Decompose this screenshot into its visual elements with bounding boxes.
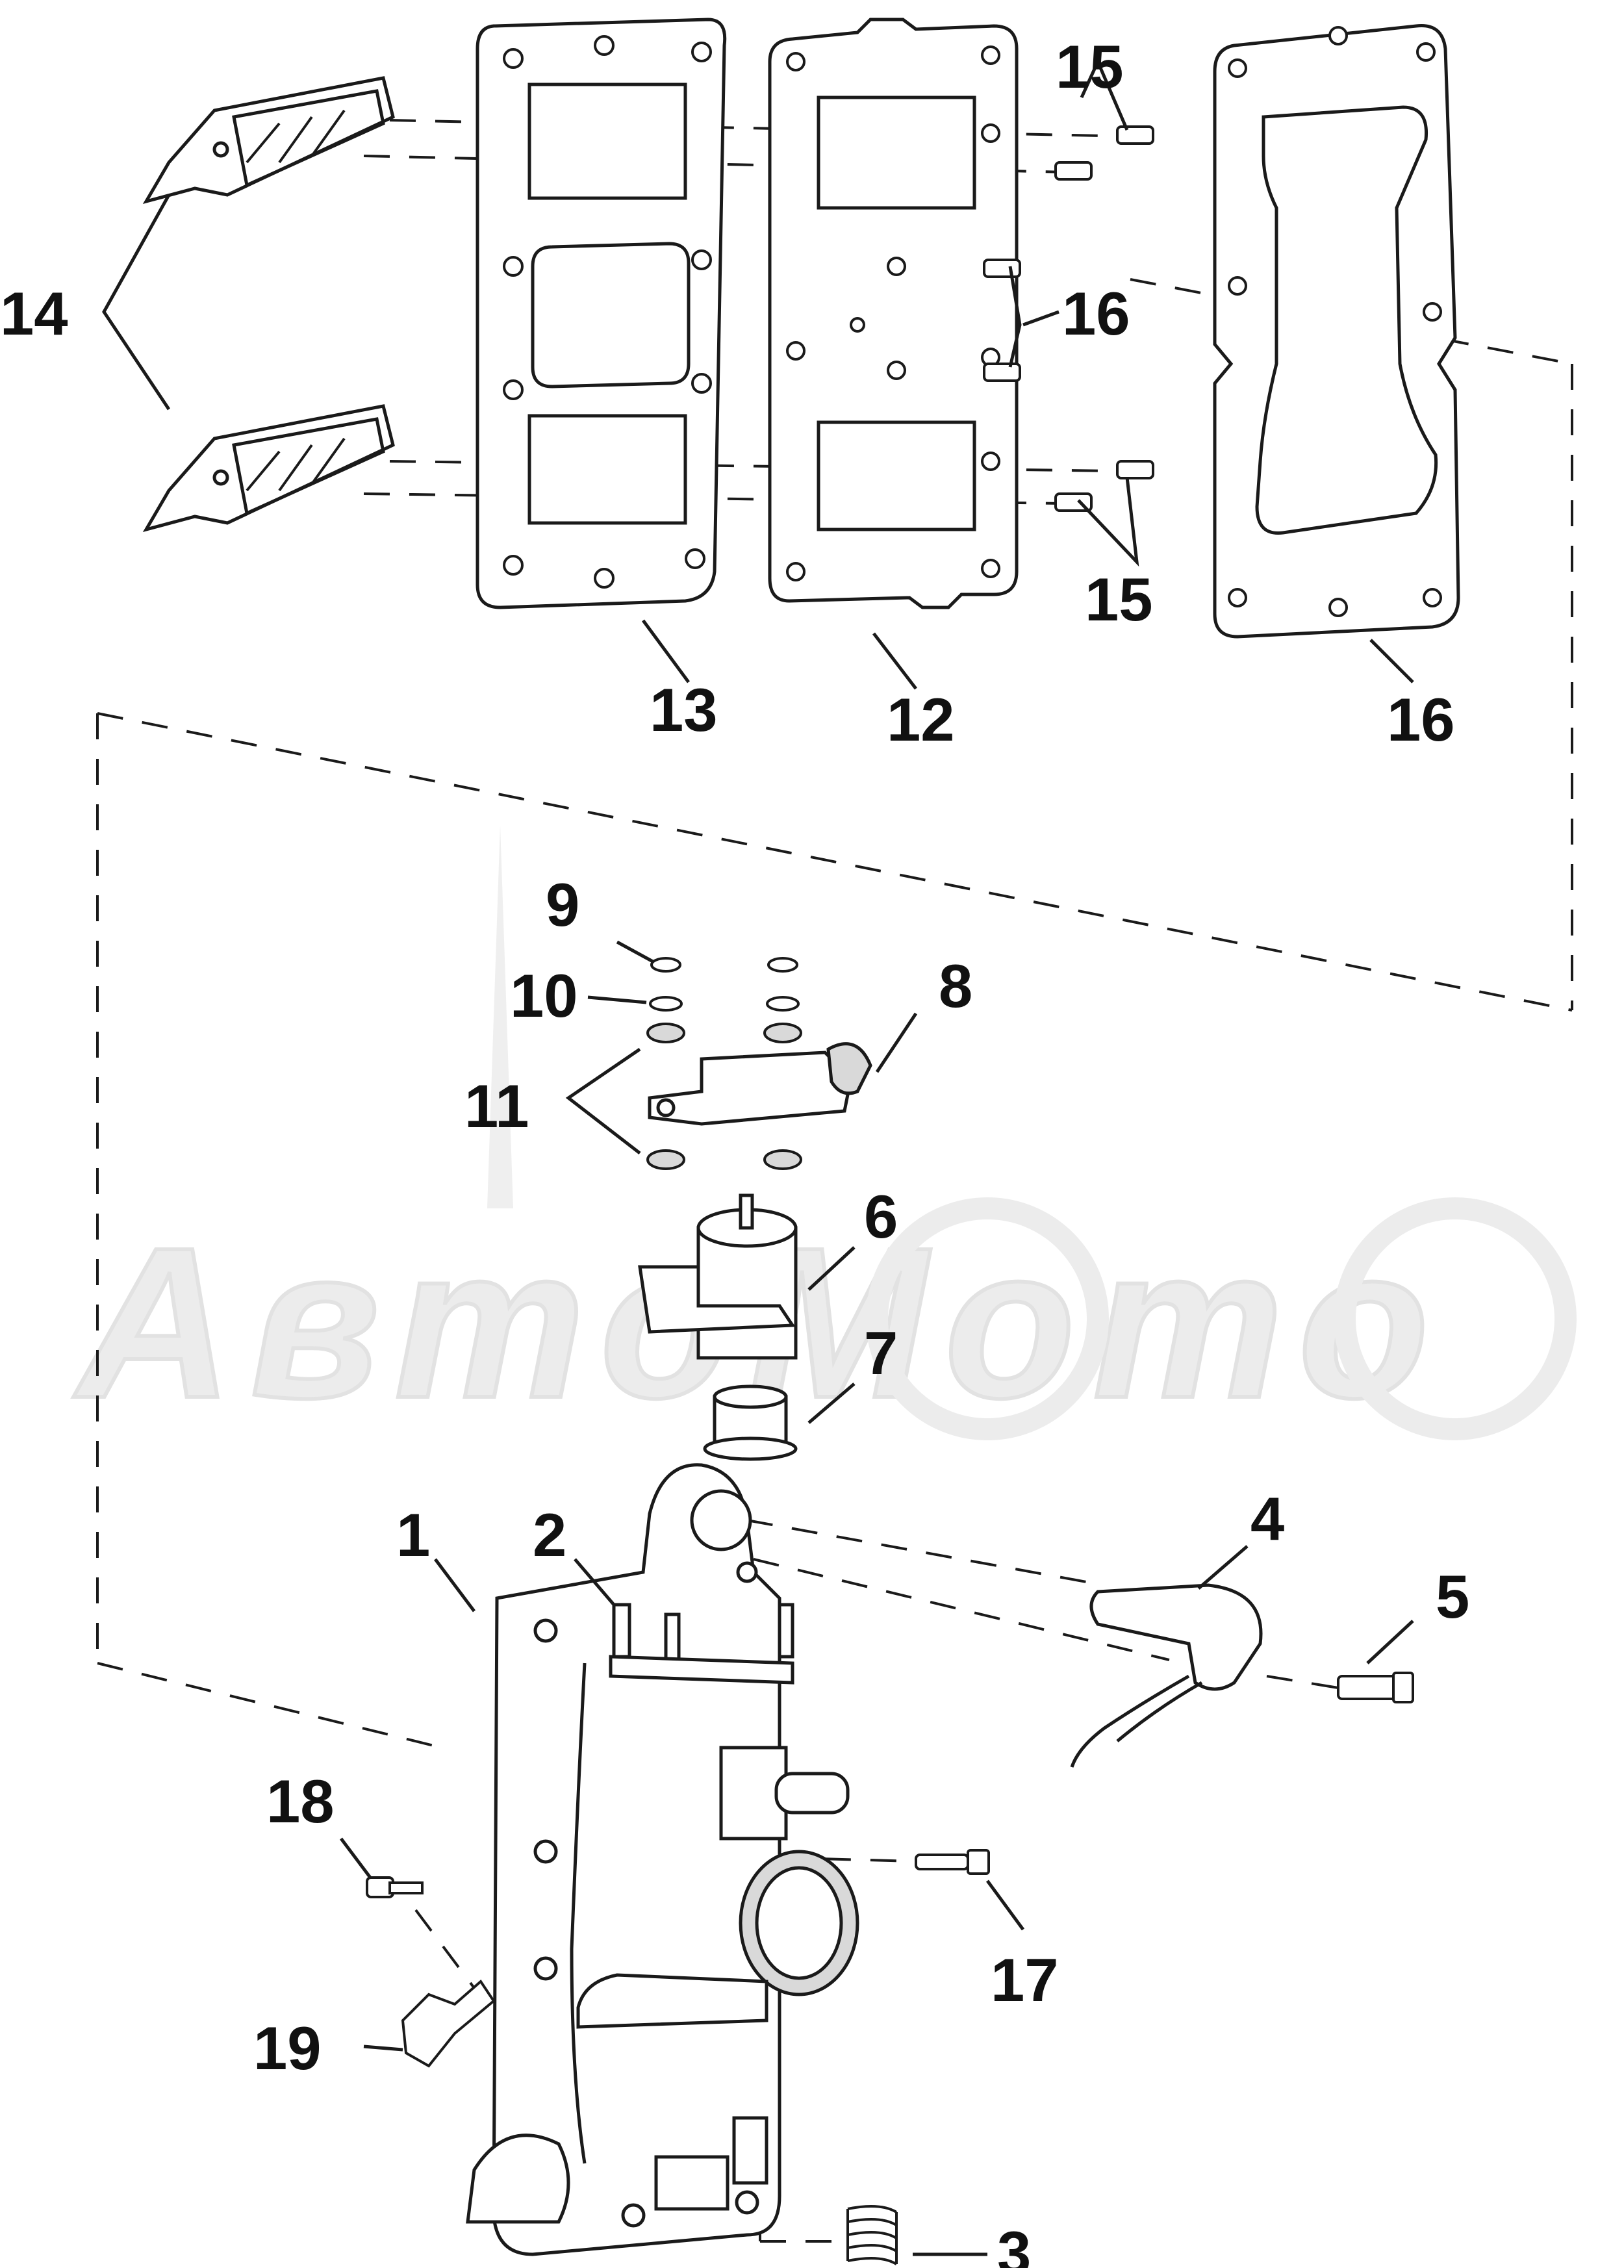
callout-7: 7 <box>864 1319 898 1387</box>
part-20-clip <box>401 1979 496 2068</box>
callout-labels: 14 15 16 15 13 12 16 9 10 11 8 6 7 4 5 1… <box>0 32 1469 2268</box>
callout-18: 17 <box>991 1946 1059 2014</box>
callout-9: 9 <box>546 871 579 939</box>
part-5-bolt <box>1337 1672 1414 1703</box>
leader-lines <box>102 57 1414 2256</box>
watermark-wheel-icon-2 <box>866 1197 1109 1440</box>
part-18-screw <box>915 1849 990 1875</box>
callout-5: 5 <box>1436 1562 1469 1631</box>
callout-19: 18 <box>266 1767 335 1835</box>
callout-16: 16 <box>1062 279 1130 348</box>
part-12-reed-plate <box>768 18 1019 609</box>
parts-9-10-11-washers <box>646 957 802 1170</box>
callout-8: 8 <box>939 952 972 1020</box>
callout-13: 13 <box>650 676 718 744</box>
part-1-housing <box>466 1463 859 2256</box>
part-14-reed-block-lower <box>142 404 395 532</box>
part-4-sensor <box>1070 1583 1263 1768</box>
callout-10: 10 <box>510 962 578 1030</box>
part-6-cam <box>638 1193 798 1360</box>
watermark: АвтоМото <box>70 825 1577 1444</box>
part-13-gasket-plate <box>476 18 727 609</box>
callout-15-bottom: 15 <box>1085 565 1153 633</box>
part-3-spring <box>846 2205 898 2265</box>
callout-20: 19 <box>253 2014 322 2082</box>
part-19-screw <box>366 1876 424 1898</box>
part-17-gasket <box>1213 23 1460 639</box>
callout-17: 16 <box>1387 685 1455 754</box>
watermark-spire <box>487 825 513 1208</box>
part-14-reed-block-upper <box>142 76 395 204</box>
callout-1: 1 <box>396 1501 430 1569</box>
callout-4: 4 <box>1250 1484 1284 1553</box>
watermark-wheel-icon <box>1334 1197 1577 1440</box>
callout-3: 3 <box>997 2219 1031 2268</box>
part-8-lever <box>648 1042 872 1126</box>
callout-2: 2 <box>533 1501 566 1569</box>
callout-15-top: 15 <box>1056 32 1124 101</box>
callout-12: 12 <box>887 685 955 754</box>
callout-14: 14 <box>0 279 68 348</box>
part-7-bushing <box>703 1384 798 1461</box>
callout-11: 11 <box>464 1072 529 1140</box>
callout-6: 6 <box>864 1182 898 1251</box>
